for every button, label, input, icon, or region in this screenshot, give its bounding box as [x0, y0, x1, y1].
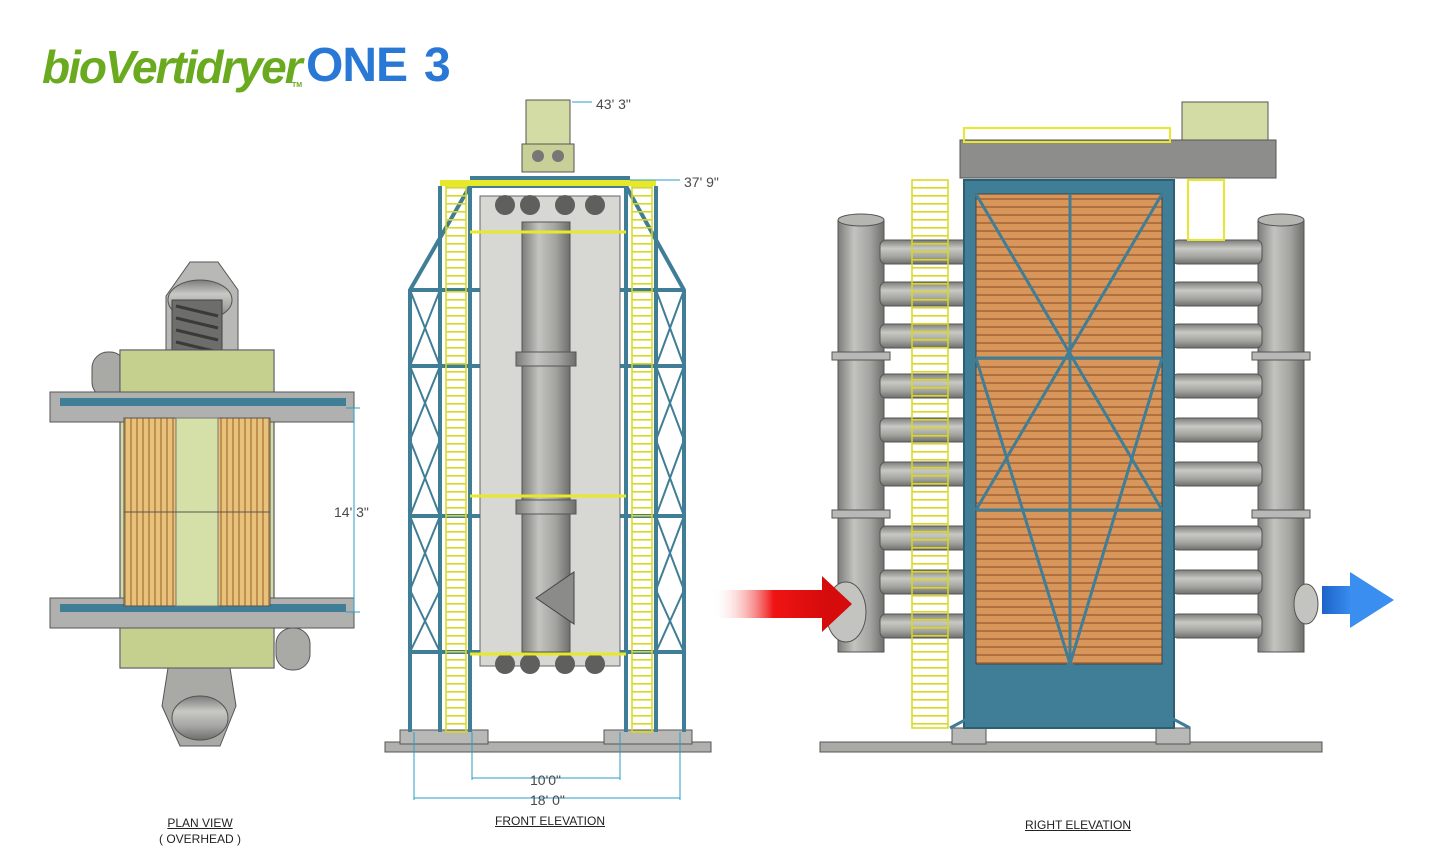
right-duct-right — [1257, 219, 1305, 653]
plan-view-title: PLAN VIEW — [167, 816, 233, 830]
front-platform-height-label: 37' 9" — [684, 174, 719, 190]
right-elevation — [819, 101, 1323, 753]
plan-width-label: 14' 3" — [334, 504, 369, 520]
plan-view-subtitle: ( OVERHEAD ) — [158, 832, 241, 846]
inlet-arrow — [712, 576, 852, 632]
front-elevation — [384, 99, 712, 800]
outlet-arrow — [1322, 572, 1394, 628]
front-ladder-left — [445, 185, 467, 733]
logo-one: ONE — [306, 39, 408, 92]
logo-trademark: TM — [292, 82, 303, 89]
right-ladder-left — [911, 179, 949, 729]
front-outer-width-label: 18' 0" — [530, 792, 565, 808]
front-inner-width-label: 10'0" — [530, 772, 562, 788]
front-ladder-right — [631, 185, 653, 733]
front-top-height-label: 43' 3" — [596, 96, 631, 112]
logo-bioVertidryer: bioVertidryer — [42, 41, 303, 93]
logo-three: 3 — [424, 39, 451, 92]
plan-view — [49, 261, 360, 747]
front-top-hopper — [525, 99, 571, 145]
right-top-conveyor — [959, 139, 1277, 179]
front-elevation-title: FRONT ELEVATION — [494, 814, 605, 828]
right-elevation-title: RIGHT ELEVATION — [1024, 818, 1132, 832]
